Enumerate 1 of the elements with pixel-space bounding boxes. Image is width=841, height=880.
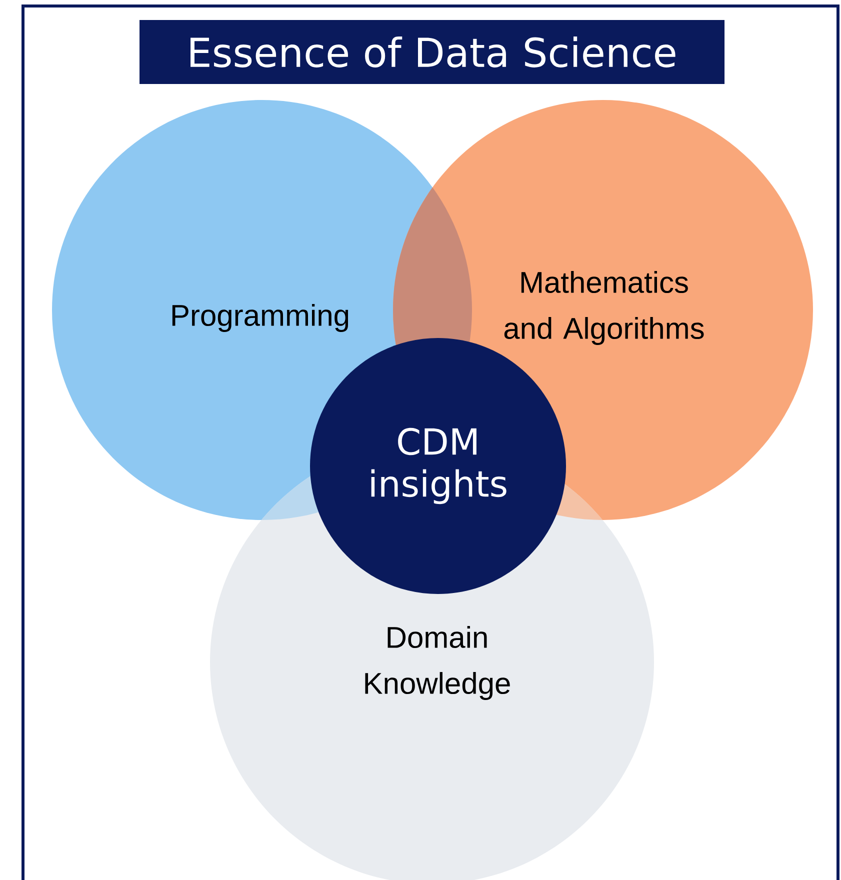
title-banner: Essence of Data Science [140, 20, 724, 84]
